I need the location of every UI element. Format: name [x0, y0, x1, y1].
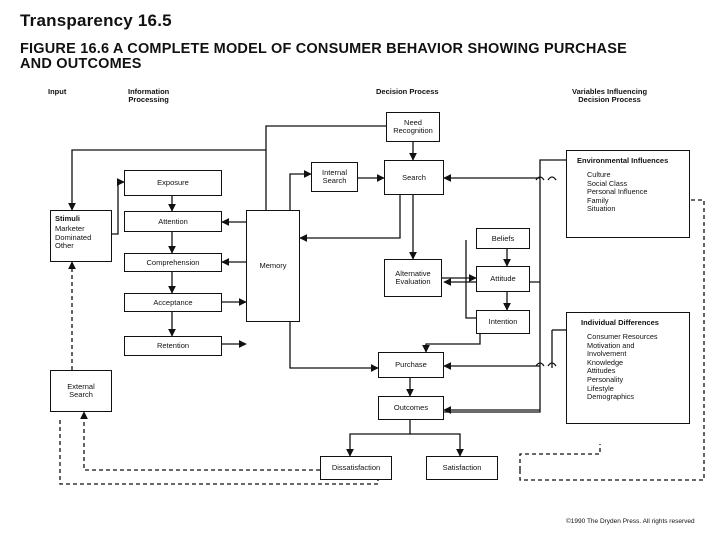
dissatisfaction-box: Dissatisfaction — [320, 456, 392, 480]
column-input: Input — [48, 87, 67, 96]
environmental-influences-title: Environmental Influences — [577, 156, 669, 165]
outcomes-label: Outcomes — [393, 402, 429, 412]
search-label: Search — [402, 172, 426, 182]
alternative-evaluation-box: Alternative Evaluation — [384, 259, 442, 297]
figure-title-line2: AND OUTCOMES — [20, 56, 142, 72]
comprehension-box: Comprehension — [124, 253, 222, 272]
external-search-label: External Search — [67, 381, 95, 399]
attention-label: Attention — [158, 216, 188, 226]
beliefs-label: Beliefs — [491, 233, 515, 243]
individual-differences-list: Consumer Resources Motivation and Involv… — [587, 332, 658, 402]
alternative-evaluation-label: Alternative Evaluation — [395, 268, 431, 286]
comprehension-label: Comprehension — [146, 257, 200, 267]
exposure-label: Exposure — [157, 177, 189, 187]
need-recognition-box: Need Recognition — [386, 112, 440, 142]
attitude-label: Attitude — [490, 273, 516, 283]
individual-differences-box: Individual Differences Consumer Resource… — [566, 312, 690, 424]
internal-search-label: Internal Search — [321, 167, 348, 185]
retention-box: Retention — [124, 336, 222, 356]
column-information-processing: Information Processing — [128, 87, 170, 104]
figure-title: FIGURE 16.6 A COMPLETE MODEL OF CONSUMER… — [20, 41, 627, 57]
external-search-box: External Search — [50, 370, 112, 412]
stimuli-body: Marketer Dominated Other — [55, 224, 92, 251]
attitude-box: Attitude — [476, 266, 530, 292]
dissatisfaction-label: Dissatisfaction — [331, 462, 381, 472]
acceptance-label: Acceptance — [153, 297, 193, 307]
stimuli-title: Stimuli — [55, 214, 81, 223]
need-recognition-label: Need Recognition — [393, 117, 433, 135]
memory-label: Memory — [259, 260, 287, 270]
transparency-title: Transparency 16.5 — [20, 11, 172, 30]
purchase-box: Purchase — [378, 352, 444, 378]
copyright-notice: ©1990 The Dryden Press. All rights reser… — [566, 518, 695, 525]
column-variables-influencing: Variables Influencing Decision Process — [572, 87, 648, 104]
environmental-influences-box: Environmental Influences Culture Social … — [566, 150, 690, 238]
exposure-box: Exposure — [124, 170, 222, 196]
beliefs-box: Beliefs — [476, 228, 530, 249]
internal-search-box: Internal Search — [311, 162, 358, 192]
column-decision-process: Decision Process — [376, 87, 439, 96]
purchase-label: Purchase — [395, 359, 427, 369]
individual-differences-title: Individual Differences — [581, 318, 659, 327]
memory-box: Memory — [246, 210, 300, 322]
environmental-influences-list: Culture Social Class Personal Influence … — [587, 170, 648, 214]
intention-box: Intention — [476, 310, 530, 334]
acceptance-box: Acceptance — [124, 293, 222, 312]
outcomes-box: Outcomes — [378, 396, 444, 420]
stimuli-box: Stimuli Marketer Dominated Other — [50, 210, 112, 262]
search-box: Search — [384, 160, 444, 195]
satisfaction-label: Satisfaction — [442, 462, 482, 472]
attention-box: Attention — [124, 211, 222, 232]
satisfaction-box: Satisfaction — [426, 456, 498, 480]
intention-label: Intention — [488, 316, 518, 326]
retention-label: Retention — [156, 340, 190, 350]
